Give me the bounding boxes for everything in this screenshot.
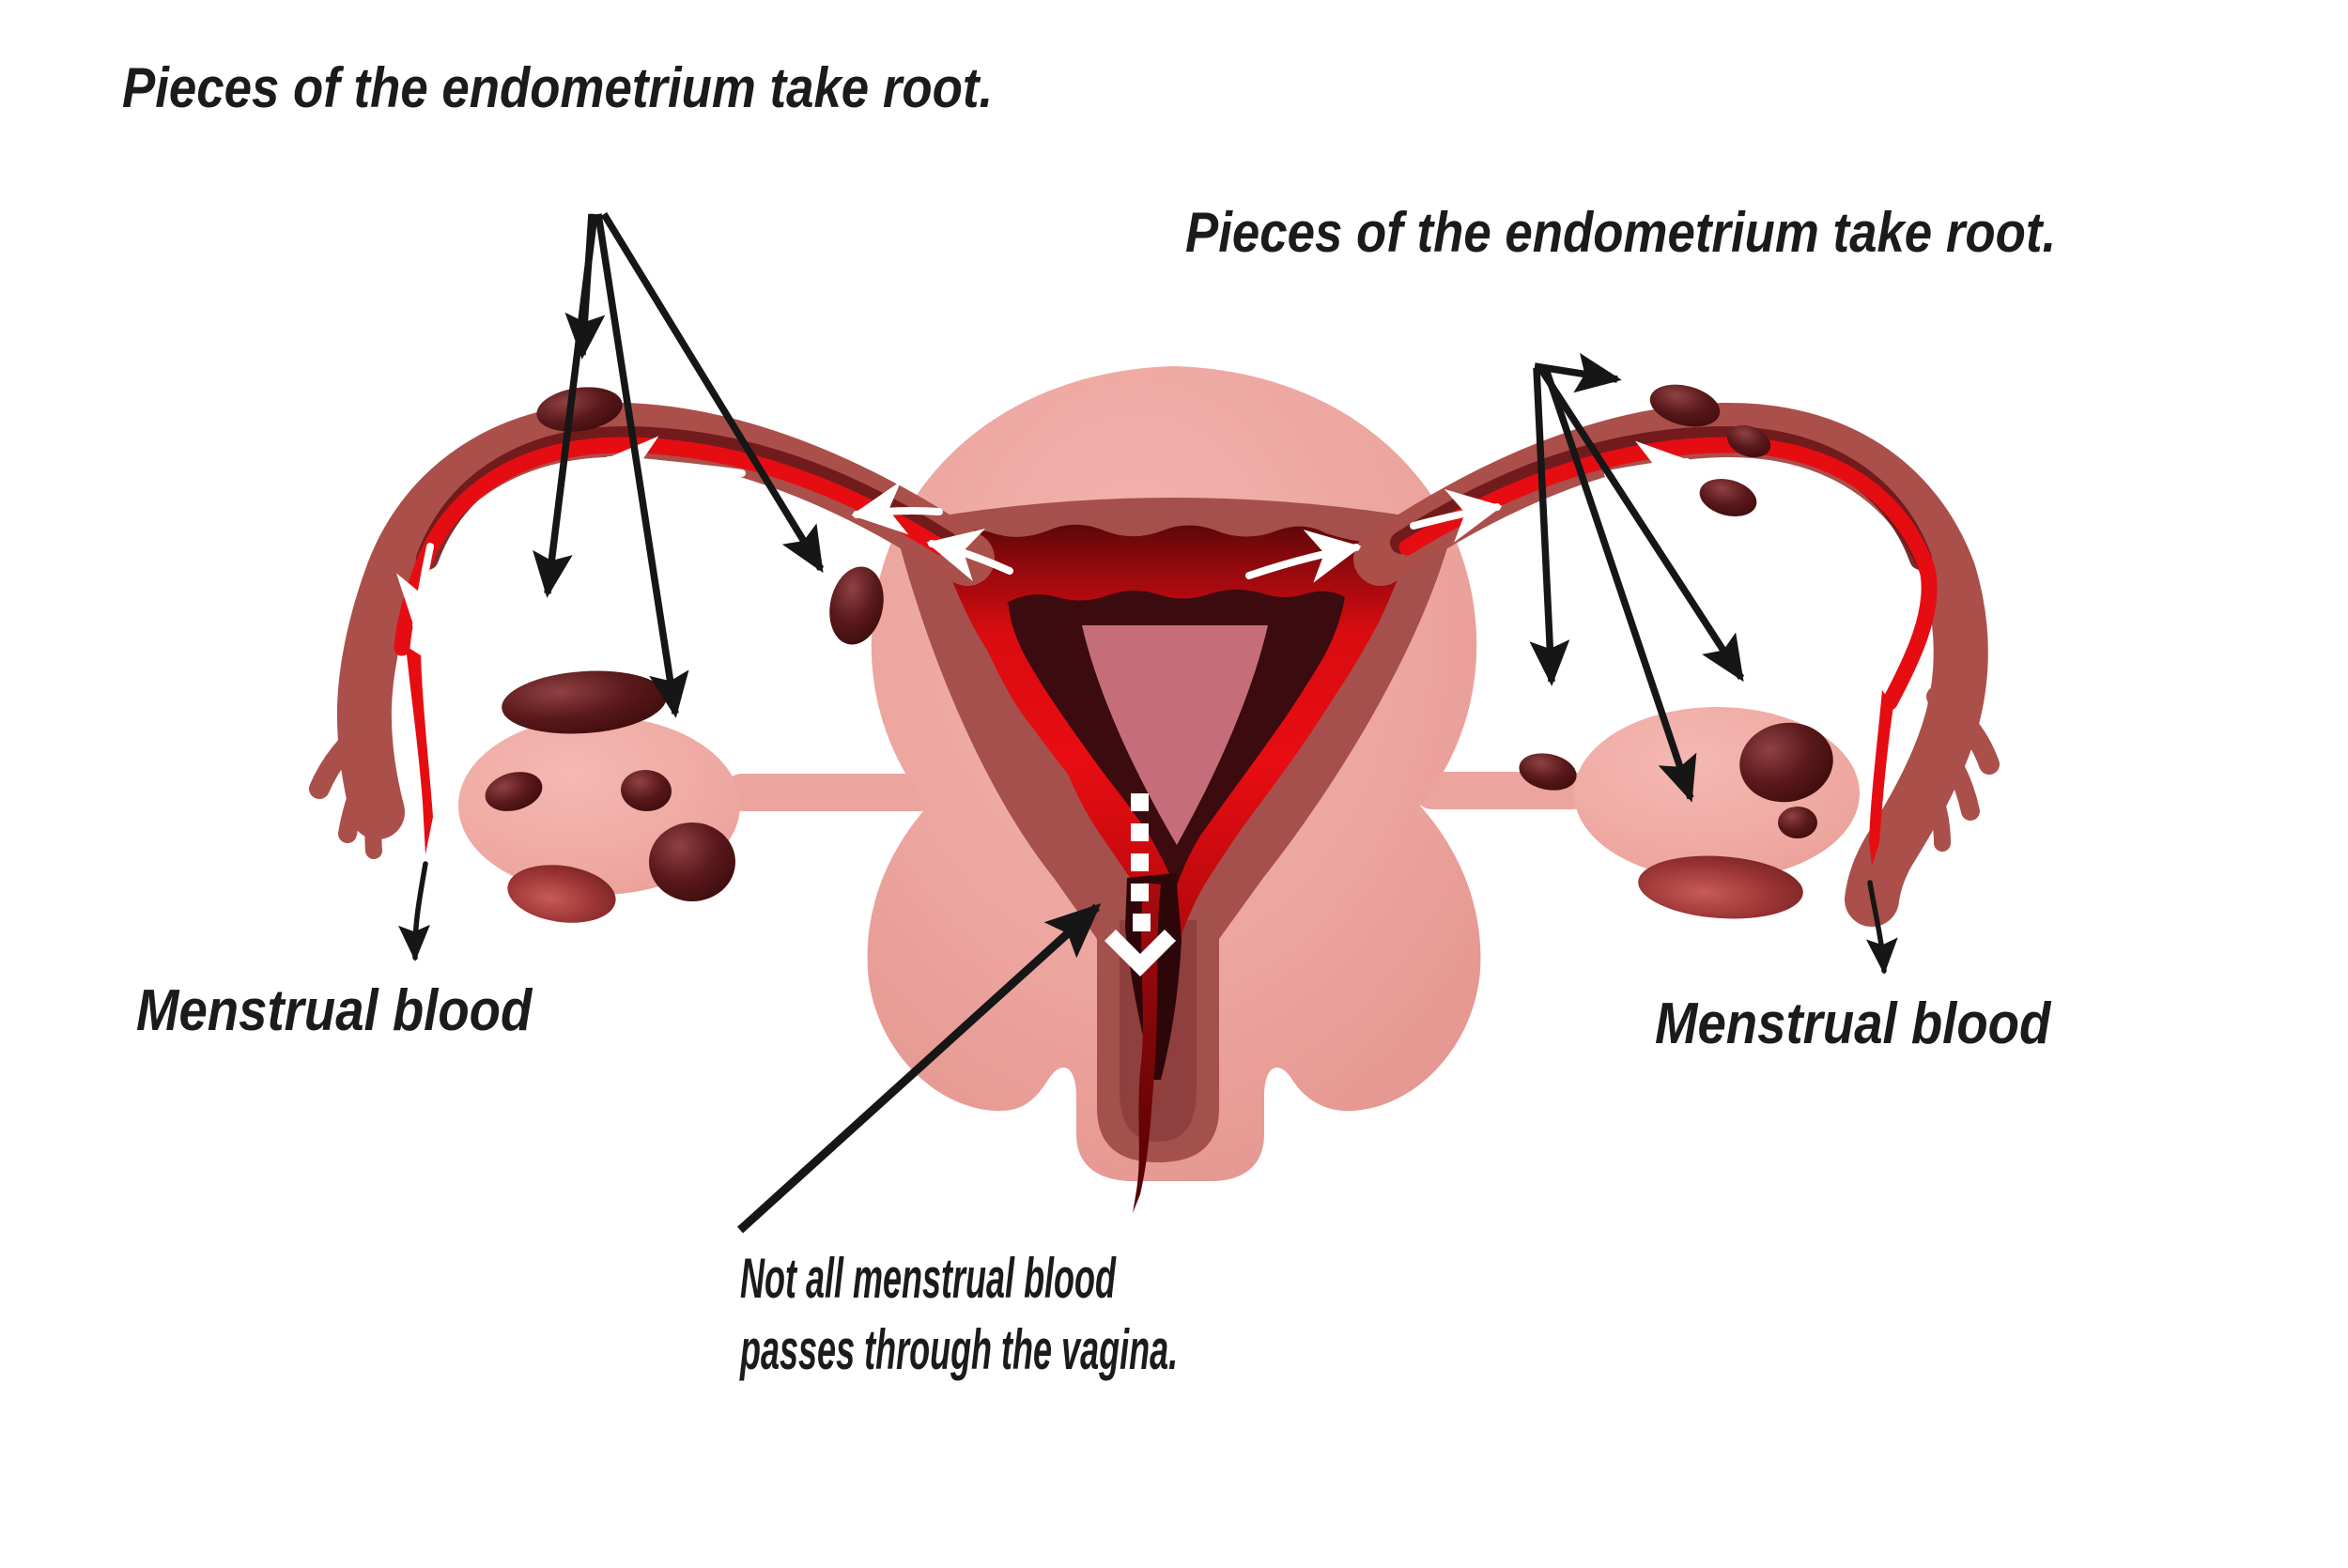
flow-arrow-icon: [396, 543, 451, 631]
endometrium-piece: [621, 769, 672, 812]
arrow-icon: [1529, 367, 1570, 686]
flow-arrow-icon: [1604, 440, 1692, 495]
menstrual-blood-drip-left: [406, 646, 433, 854]
arrow-icon: [1541, 364, 1697, 803]
ovary-ligament-left: [723, 774, 939, 811]
flow-arrow-icon: [1818, 490, 1874, 576]
flow-arrow-icon: [603, 436, 746, 490]
label-pointer-arrows: [533, 212, 1745, 1234]
endometrium-pieces: [485, 384, 1833, 923]
arrow-icon: [600, 212, 825, 574]
fimbriae-left: [309, 711, 390, 859]
arrow-icon: [533, 213, 598, 598]
endometrium-piece: [1699, 478, 1757, 517]
endometrium-piece: [485, 772, 543, 811]
fimbriae-right: [1913, 686, 2000, 852]
flow-arrow-icon: [1245, 530, 1362, 583]
endometrium-piece: [1778, 807, 1817, 838]
endometrium-piece: [649, 822, 735, 901]
label-not-all-blood-line1: Not all menstrual blood: [740, 1247, 1117, 1310]
flow-arrows-white: [396, 436, 1874, 631]
endometrium-piece: [1519, 753, 1577, 791]
label-take-root-right: Pieces of the endometrium take root.: [1185, 201, 2057, 264]
menstrual-blood-drip-right: [1869, 690, 1893, 866]
uterine-cavity: [1082, 625, 1268, 845]
flow-arrow-icon: [926, 528, 1013, 581]
cervix-dashed-flow-line: [1104, 793, 1177, 977]
chevron-down-icon: [1104, 929, 1177, 977]
flow-arrow-icon: [851, 481, 943, 535]
label-menstrual-blood-right: Menstrual blood: [1655, 992, 2051, 1056]
endometrium-piece: [1638, 855, 1803, 919]
endometrium-piece: [1649, 384, 1721, 427]
label-not-all-blood-line2: passes through the vagina.: [740, 1318, 1179, 1381]
arrow-icon: [595, 213, 689, 718]
endometrium-piece: [829, 566, 884, 645]
label-menstrual-blood-left: Menstrual blood: [136, 978, 533, 1043]
arrow-icon: [1865, 880, 1898, 975]
menstrual-drip-arrows: [398, 861, 1898, 975]
label-take-root-left: Pieces of the endometrium take root.: [122, 56, 994, 119]
endometrium-piece: [507, 865, 616, 923]
arrow-icon: [398, 861, 430, 961]
vaginal-blood-stream: [1133, 883, 1161, 1213]
flow-arrow-icon: [1410, 488, 1503, 543]
endometrium-piece: [1739, 722, 1833, 803]
label-not-all-blood: Not all menstrual blood passes through t…: [740, 1243, 1178, 1386]
arrow-icon: [1537, 365, 1745, 683]
arrow-icon: [736, 903, 1102, 1234]
endometrium-piece: [536, 387, 623, 432]
endometrium-piece: [1726, 424, 1771, 458]
endometrium-piece: [502, 670, 667, 734]
